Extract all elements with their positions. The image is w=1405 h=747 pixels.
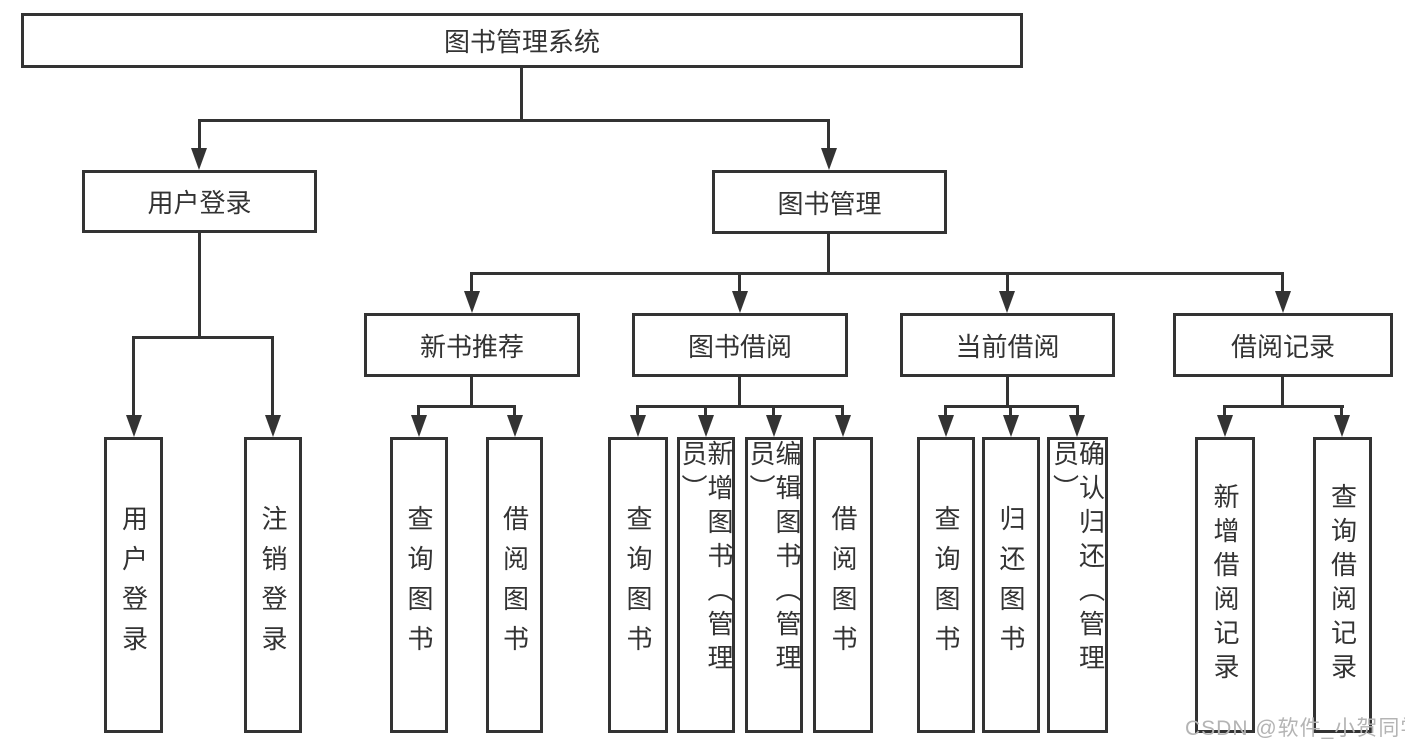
leaf-confirm-return-admin: 确认归还（管理员） [1047,437,1108,733]
connector-line [636,405,639,417]
connector-line [827,119,830,151]
watermark: CSDN @软件_小贺同学 [1185,717,1405,740]
connector-line [1006,272,1009,294]
leaf-add-book-admin: 新增图书（管理员） [677,437,735,733]
arrowhead-icon [126,415,142,437]
arrowhead-icon [938,415,954,437]
connector-line [417,405,420,417]
node-current-borrowing: 当前借阅 [900,313,1115,377]
node-new-book-recommend: 新书推荐 [364,313,580,377]
leaf-borrow-books-recommend: 借阅图书 [486,437,543,733]
arrowhead-icon [766,415,782,437]
arrowhead-icon [265,415,281,437]
connector-line [470,377,473,405]
node-book-borrowing: 图书借阅 [632,313,848,377]
connector-line [1223,405,1226,417]
connector-line [1076,405,1079,417]
connector-line [271,336,274,416]
arrowhead-icon [411,415,427,437]
connector-line [470,272,473,294]
arrowhead-icon [1275,291,1291,313]
connector-line [1223,405,1344,408]
connector-line [827,234,830,272]
leaf-borrow-books-borrowing: 借阅图书 [813,437,873,733]
connector-line [198,119,830,122]
arrowhead-icon [999,291,1015,313]
connector-line [738,377,741,405]
connector-line [520,68,523,119]
connector-line [132,336,274,339]
leaf-query-books-borrowing: 查询图书 [608,437,668,733]
connector-line [704,405,707,417]
leaf-return-books: 归还图书 [982,437,1040,733]
node-borrowing-records: 借阅记录 [1173,313,1393,377]
connector-line [1281,272,1284,294]
leaf-query-books-recommend: 查询图书 [390,437,448,733]
leaf-query-borrow-record: 查询借阅记录 [1313,437,1372,733]
arrowhead-icon [1217,415,1233,437]
connector-line [198,119,201,151]
leaf-edit-book-admin: 编辑图书（管理员） [745,437,803,733]
arrowhead-icon [1003,415,1019,437]
node-user-login: 用户登录 [82,170,317,233]
arrowhead-icon [191,148,207,170]
arrowhead-icon [507,415,523,437]
connector-line [417,405,516,408]
connector-line [841,405,844,417]
arrowhead-icon [630,415,646,437]
connector-line [1006,377,1009,405]
connector-line [132,336,135,416]
arrowhead-icon [464,291,480,313]
connector-line [198,233,201,336]
connector-line [470,272,1283,275]
connector-line [1340,405,1343,417]
arrowhead-icon [821,148,837,170]
connector-line [513,405,516,417]
arrowhead-icon [835,415,851,437]
connector-line [772,405,775,417]
arrowhead-icon [1334,415,1350,437]
node-system-root: 图书管理系统 [21,13,1023,68]
arrowhead-icon [1069,415,1085,437]
leaf-user-login: 用户登录 [104,437,163,733]
arrowhead-icon [698,415,714,437]
leaf-logout: 注销登录 [244,437,302,733]
node-book-management: 图书管理 [712,170,947,234]
connector-line [1281,377,1284,405]
connector-line [636,405,844,408]
connector-line [738,272,741,294]
connector-line [1009,405,1012,417]
arrowhead-icon [732,291,748,313]
leaf-query-books-current: 查询图书 [917,437,975,733]
leaf-add-borrow-record: 新增借阅记录 [1195,437,1255,733]
connector-line [944,405,947,417]
